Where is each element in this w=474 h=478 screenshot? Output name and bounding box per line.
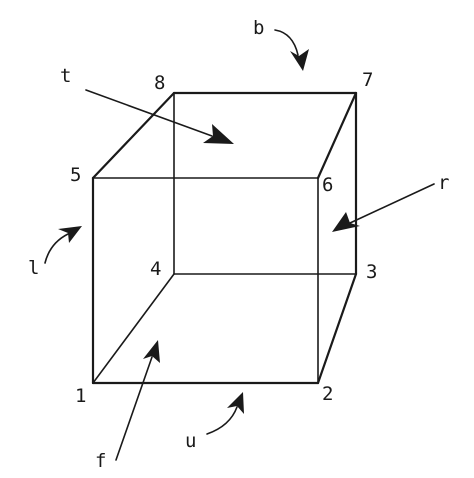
- vertex-label-4: 4: [150, 258, 161, 280]
- vertex-label-8: 8: [154, 72, 165, 94]
- arrow-f-head: [143, 340, 160, 363]
- arrow-u: [206, 406, 238, 435]
- vertex-label-2: 2: [322, 383, 333, 405]
- edge-5-8: [91, 91, 176, 180]
- vertex-label-3: 3: [366, 261, 377, 283]
- arrow-l-head: [58, 226, 82, 243]
- arrow-r-head: [332, 212, 360, 232]
- edge-1-4: [92, 273, 175, 384]
- arrow-l: [44, 233, 69, 264]
- arrow-b: [274, 29, 299, 56]
- edge-2-3: [316, 272, 358, 385]
- vertex-label-7: 7: [362, 69, 373, 91]
- face-label-b: b: [253, 17, 264, 39]
- face-label-l: l: [28, 257, 39, 279]
- arrow-b-head: [290, 49, 309, 71]
- face-label-t: t: [60, 65, 71, 87]
- arrow-r: [349, 183, 435, 224]
- arrow-t-head: [203, 124, 234, 144]
- arrow-f: [115, 356, 153, 461]
- vertex-label-6: 6: [322, 174, 333, 196]
- face-label-u: u: [185, 430, 196, 452]
- arrow-t: [85, 89, 213, 137]
- face-label-f: f: [95, 450, 106, 472]
- arrow-u-head: [227, 392, 244, 414]
- vertex-label-5: 5: [70, 164, 81, 186]
- face-label-r: r: [438, 172, 449, 194]
- edge-6-7: [316, 91, 358, 180]
- vertex-label-1: 1: [75, 385, 86, 407]
